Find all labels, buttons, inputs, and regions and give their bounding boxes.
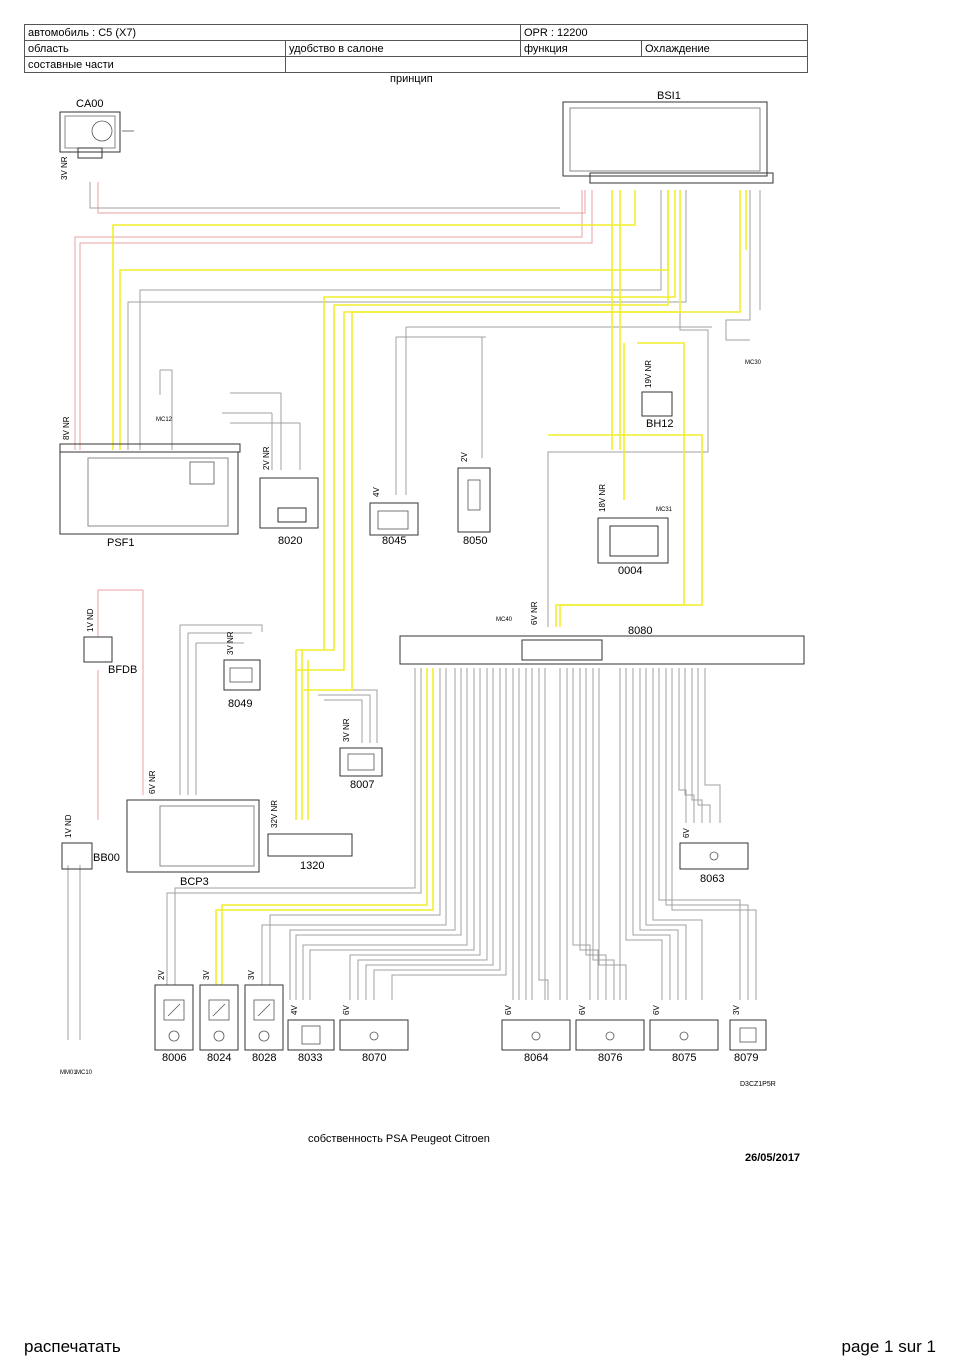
pins-8080: 6V NR xyxy=(530,601,539,625)
diagram-title: принцип xyxy=(390,73,433,85)
pins-8075: 6V xyxy=(652,1005,661,1015)
8049-box xyxy=(223,659,261,691)
pins-1320: 32V NR xyxy=(270,799,279,828)
8045-box xyxy=(369,502,419,536)
pins-8045: 4V xyxy=(372,487,381,497)
label-bcp3: BCP3 xyxy=(180,876,209,888)
ground-mc12: MC12 xyxy=(156,417,173,423)
label-0004: 0004 xyxy=(618,565,643,577)
components-value-cell xyxy=(285,56,808,73)
8064-box xyxy=(501,1019,571,1051)
label-8070: 8070 xyxy=(362,1052,387,1064)
8006-box xyxy=(154,984,194,1051)
label-bfdb: BFDB xyxy=(108,664,138,676)
label-bsi1: BSI1 xyxy=(657,90,681,102)
psf1-box xyxy=(59,451,239,535)
pins-8006: 2V xyxy=(157,970,166,980)
label-psf1: PSF1 xyxy=(107,537,135,549)
print-date: 26/05/2017 xyxy=(745,1152,801,1164)
label-8033: 8033 xyxy=(298,1052,323,1064)
pins-8024: 3V xyxy=(202,970,211,980)
ownership-note: собственность PSA Peugeot Citroen xyxy=(308,1133,490,1145)
label-bh12: BH12 xyxy=(646,418,674,430)
label-8063: 8063 xyxy=(700,873,725,885)
1320-box xyxy=(267,833,353,857)
8007-box xyxy=(339,747,383,777)
label-8049: 8049 xyxy=(228,698,253,710)
8063-box xyxy=(679,842,749,870)
ground-mc40: MC40 xyxy=(496,617,513,623)
pins-bh12: 19V NR xyxy=(644,359,653,388)
pins-8049: 3V NR xyxy=(226,631,235,655)
label-8024: 8024 xyxy=(207,1052,232,1064)
ca00-box xyxy=(59,111,121,153)
label-ca00: CA00 xyxy=(76,98,104,110)
8033-box xyxy=(287,1019,335,1051)
pins-8050: 2V xyxy=(460,452,469,462)
pins-0004: 18V NR xyxy=(598,483,607,512)
label-8075: 8075 xyxy=(672,1052,697,1064)
pins-8076: 6V xyxy=(578,1005,587,1015)
components-label-cell: составные части xyxy=(24,56,286,73)
pins-8007: 3V NR xyxy=(342,718,351,742)
label-8079: 8079 xyxy=(734,1052,759,1064)
header-table: автомобиль : C5 (X7) OPR : 12200 область… xyxy=(24,24,808,73)
pins-8070: 6V xyxy=(342,1005,351,1015)
bh12-box xyxy=(641,391,673,417)
0004-box xyxy=(597,517,669,564)
8024-box xyxy=(199,984,239,1051)
8070-box xyxy=(339,1019,409,1051)
8028-box xyxy=(244,984,284,1051)
8076-box xyxy=(575,1019,645,1051)
pins-ca00: 3V NR xyxy=(60,156,69,180)
label-1320: 1320 xyxy=(300,860,325,872)
pins-8079: 3V xyxy=(732,1005,741,1015)
pins-8063: 6V xyxy=(682,828,691,838)
label-8028: 8028 xyxy=(252,1052,277,1064)
label-8006: 8006 xyxy=(162,1052,187,1064)
pins-bb00: 1V ND xyxy=(64,814,73,838)
diagram-code: D3CZ1P5R xyxy=(740,1081,776,1088)
label-bb00: BB00 xyxy=(93,852,120,864)
pins-8020: 2V NR xyxy=(262,446,271,470)
8080-box xyxy=(399,635,805,665)
bb00-box xyxy=(61,842,93,870)
ground-mc31: MC31 xyxy=(656,507,673,513)
8079-box xyxy=(729,1019,767,1051)
label-8007: 8007 xyxy=(350,779,375,791)
bcp3-box xyxy=(126,799,260,873)
ground-mc30: MC30 xyxy=(745,360,762,366)
8050-box xyxy=(457,467,491,533)
label-8076: 8076 xyxy=(598,1052,623,1064)
pins-bfdb: 1V ND xyxy=(86,608,95,632)
ground-mm01: MM01 xyxy=(60,1070,77,1076)
8075-box xyxy=(649,1019,719,1051)
8020-box xyxy=(259,477,319,529)
pins-8028: 3V xyxy=(247,970,256,980)
bfdb-box xyxy=(83,636,113,663)
label-8050: 8050 xyxy=(463,535,488,547)
pins-psf1: 8V NR xyxy=(62,416,71,440)
pins-bcp3: 6V NR xyxy=(148,770,157,794)
pins-8064: 6V xyxy=(504,1005,513,1015)
ground-mc10: MC10 xyxy=(76,1070,93,1076)
function-label-cell: функция xyxy=(520,40,642,57)
label-8064: 8064 xyxy=(524,1052,549,1064)
label-8045: 8045 xyxy=(382,535,407,547)
print-link[interactable]: распечатать xyxy=(24,1337,121,1356)
bsi1-box xyxy=(562,101,768,177)
label-8020: 8020 xyxy=(278,535,303,547)
label-8080: 8080 xyxy=(628,625,653,637)
page-indicator: page 1 sur 1 xyxy=(841,1337,936,1356)
pins-8033: 4V xyxy=(290,1005,299,1015)
